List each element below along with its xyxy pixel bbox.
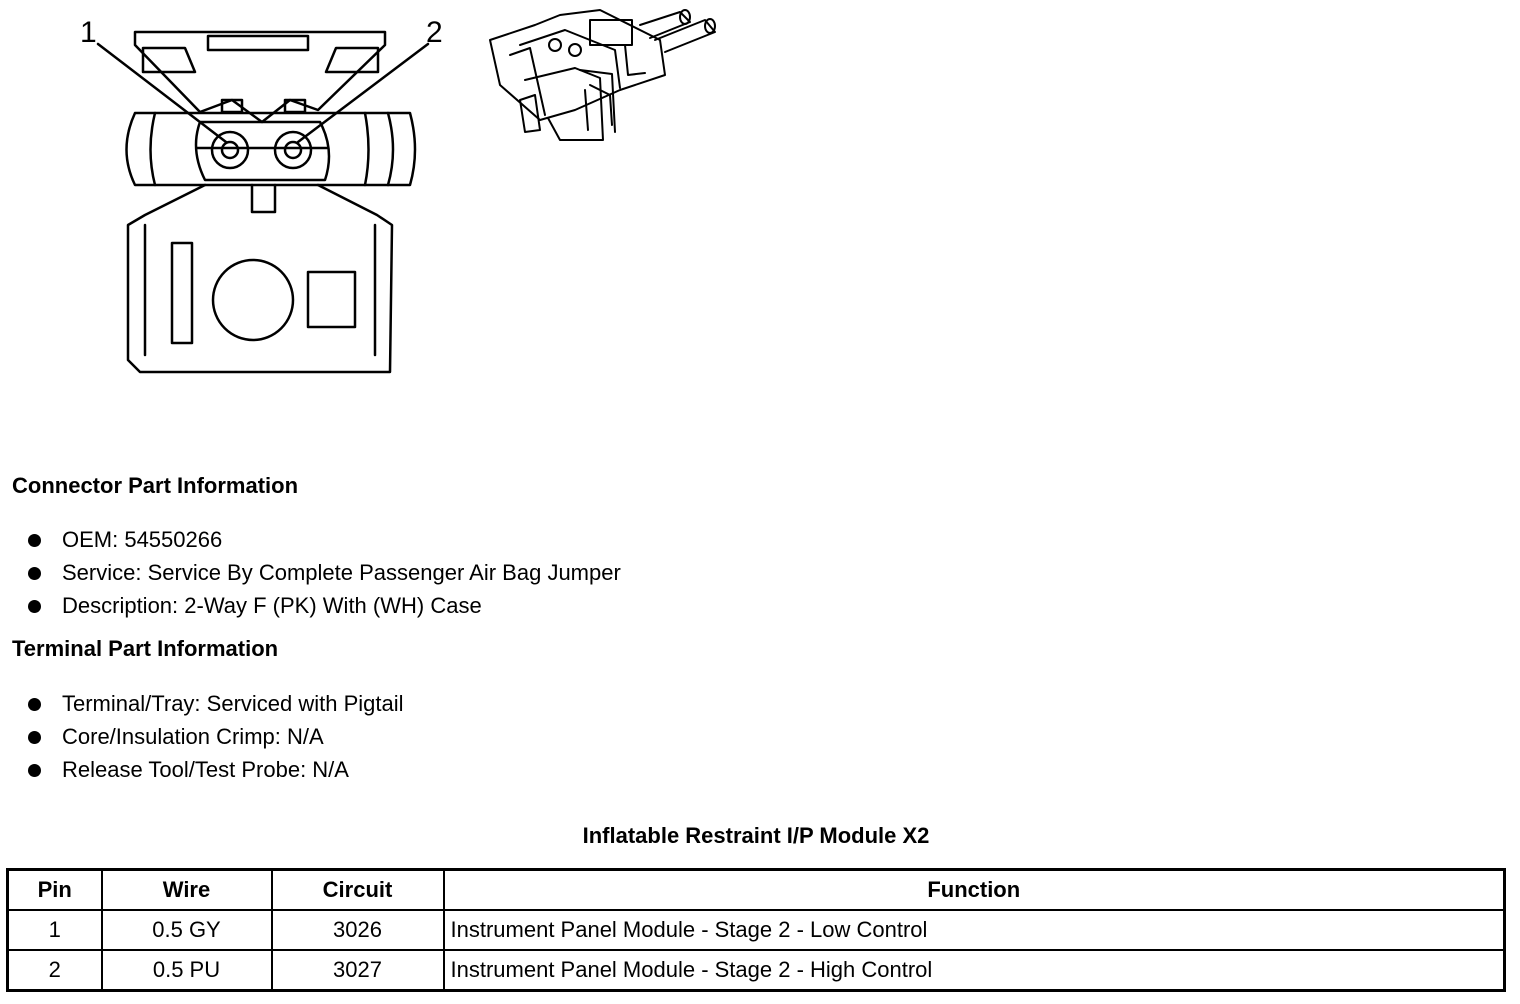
pin-cell: 2 [6,949,103,992]
function-cell: Instrument Panel Module - Stage 2 - Low … [442,909,1506,951]
list-item: Service: Service By Complete Passenger A… [28,556,621,589]
bullet-icon [28,731,41,744]
pin-2-callout: 2 [426,16,443,49]
core-insulation-crimp-text: Core/Insulation Crimp: N/A [62,724,324,749]
circuit-cell: 3027 [270,949,445,992]
function-cell: Instrument Panel Module - Stage 2 - High… [442,949,1506,992]
table-row: 1 0.5 GY 3026 Instrument Panel Module - … [6,909,1506,951]
connector-description-text: Description: 2-Way F (PK) With (WH) Case [62,593,482,618]
connector-part-information-list: OEM: 54550266 Service: Service By Comple… [28,523,621,622]
bullet-icon [28,600,41,613]
pin-2-leader-line [296,42,430,144]
pin-1-leader-line [96,42,228,144]
pinout-table: Pin Wire Circuit Function 1 0.5 GY 3026 … [6,868,1506,992]
bullet-icon [28,764,41,777]
connector-face-view [125,30,417,374]
pin-cell: 1 [6,909,103,951]
connector-drawing [96,9,716,374]
list-item: Release Tool/Test Probe: N/A [28,753,404,786]
bullet-icon [28,698,41,711]
release-tool-test-probe-text: Release Tool/Test Probe: N/A [62,757,349,782]
pin-1-callout: 1 [80,16,97,49]
wire-column-header: Wire [100,868,273,911]
wire-cell: 0.5 GY [100,909,273,951]
connector-part-information-heading: Connector Part Information [12,473,299,498]
pin-column-header: Pin [6,868,103,911]
terminal-part-information-heading: Terminal Part Information [12,636,279,661]
bullet-icon [28,534,41,547]
wire-cell: 0.5 PU [100,949,273,992]
connector-oem-text: OEM: 54550266 [62,527,223,552]
circuit-cell: 3026 [270,909,445,951]
function-column-header: Function [442,868,1506,911]
terminal-tray-text: Terminal/Tray: Serviced with Pigtail [62,691,404,716]
table-header-row: Pin Wire Circuit Function [6,868,1506,911]
pinout-table-title: Inflatable Restraint I/P Module X2 [582,823,930,848]
circuit-column-header: Circuit [270,868,445,911]
list-item: Core/Insulation Crimp: N/A [28,720,404,753]
terminal-part-information-list: Terminal/Tray: Serviced with Pigtail Cor… [28,687,404,786]
list-item: OEM: 54550266 [28,523,621,556]
connector-isometric-view [489,9,716,141]
table-row: 2 0.5 PU 3027 Instrument Panel Module - … [6,949,1506,992]
bullet-icon [28,567,41,580]
list-item: Terminal/Tray: Serviced with Pigtail [28,687,404,720]
list-item: Description: 2-Way F (PK) With (WH) Case [28,589,621,622]
connector-service-text: Service: Service By Complete Passenger A… [62,560,621,585]
